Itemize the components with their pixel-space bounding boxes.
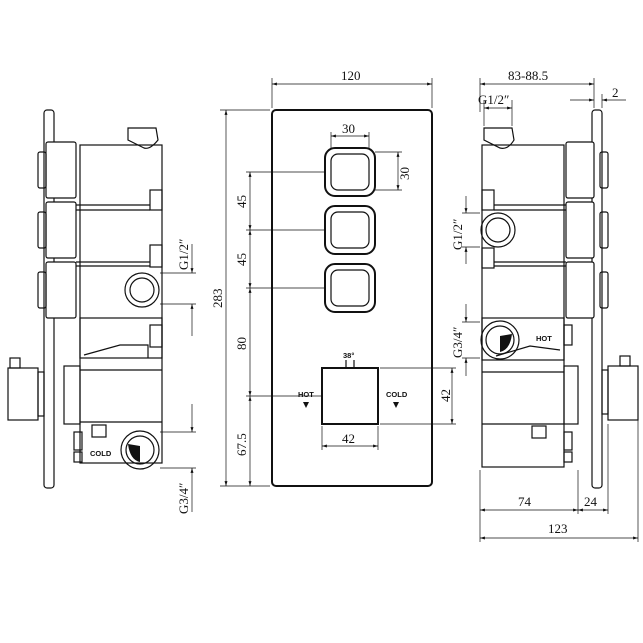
front-cold-label: COLD xyxy=(386,390,408,399)
front-handle-height-label: 42 xyxy=(438,389,453,402)
right-total-depth-label: 123 xyxy=(548,521,568,536)
right-inlet-thread-label: G3/4″ xyxy=(450,327,465,358)
right-top-outlet xyxy=(483,127,515,149)
left-dimensions: G1/2″ G3/4″ xyxy=(160,239,196,514)
front-button-dimension: 30 30 xyxy=(330,121,412,191)
right-valve-body xyxy=(481,144,565,468)
front-button-3 xyxy=(324,263,376,313)
front-spacing-2-label: 45 xyxy=(234,253,249,266)
front-plate xyxy=(271,109,433,487)
front-button-2 xyxy=(324,205,376,255)
right-port-dimensions: G1/2″ G3/4″ xyxy=(450,196,480,376)
right-trim-depth-label: 24 xyxy=(584,494,598,509)
front-height-label: 283 xyxy=(210,289,225,309)
right-outlet-thread-label: G1/2″ xyxy=(450,219,465,250)
right-outlet-port xyxy=(480,212,516,248)
front-button-width-label: 30 xyxy=(342,121,355,136)
front-spacing-3-label: 80 xyxy=(234,337,249,350)
front-button-1 xyxy=(324,147,376,197)
right-button-housings xyxy=(565,141,609,319)
front-view: 38° HOT COLD 120 30 30 xyxy=(210,68,456,487)
front-height-dimension: 283 xyxy=(210,109,270,487)
left-outlet-port xyxy=(124,272,160,308)
right-plate-thickness-label: 2 xyxy=(612,85,619,100)
left-body-details xyxy=(73,189,163,463)
left-cold-port: COLD xyxy=(90,430,160,470)
right-bottom-dimensions: 74 24 123 xyxy=(479,420,639,542)
left-handle xyxy=(7,357,81,425)
right-body-details xyxy=(481,189,573,463)
right-hot-port: HOT xyxy=(480,320,552,360)
right-hot-label: HOT xyxy=(536,334,552,343)
right-body-depth-label: 74 xyxy=(518,494,532,509)
front-handle: 38° xyxy=(321,351,379,425)
front-width-label: 120 xyxy=(341,68,361,83)
front-hot-indicator: HOT xyxy=(298,390,314,408)
front-handle-dimensions: 42 42 xyxy=(321,367,456,450)
front-handle-width-label: 42 xyxy=(342,431,355,446)
left-inlet-thread-label: G3/4″ xyxy=(176,483,191,514)
left-top-outlet xyxy=(127,127,159,149)
front-handle-angle: 38° xyxy=(343,351,354,360)
front-spacing-1-label: 45 xyxy=(234,195,249,208)
right-top-dimensions: 83-88.5 2 G1/2″ xyxy=(478,68,626,126)
front-button-height-label: 30 xyxy=(397,167,412,180)
front-cold-indicator: COLD xyxy=(386,390,408,408)
front-width-dimension: 120 xyxy=(271,68,433,108)
left-side-view: COLD G1/2″ G3/4″ xyxy=(7,109,196,514)
right-side-view: HOT 83-88.5 2 G1/2″ xyxy=(450,68,639,542)
left-button-housings xyxy=(37,141,77,319)
right-handle xyxy=(563,355,639,425)
left-outlet-thread-label: G1/2″ xyxy=(176,239,191,270)
front-hot-label: HOT xyxy=(298,390,314,399)
front-spacing-dimensions: 45 45 80 67.5 xyxy=(234,171,325,486)
right-depth-range-label: 83-88.5 xyxy=(508,68,548,83)
front-spacing-4-label: 67.5 xyxy=(234,433,249,456)
left-cold-label: COLD xyxy=(90,449,112,458)
right-top-thread-label: G1/2″ xyxy=(478,92,509,107)
